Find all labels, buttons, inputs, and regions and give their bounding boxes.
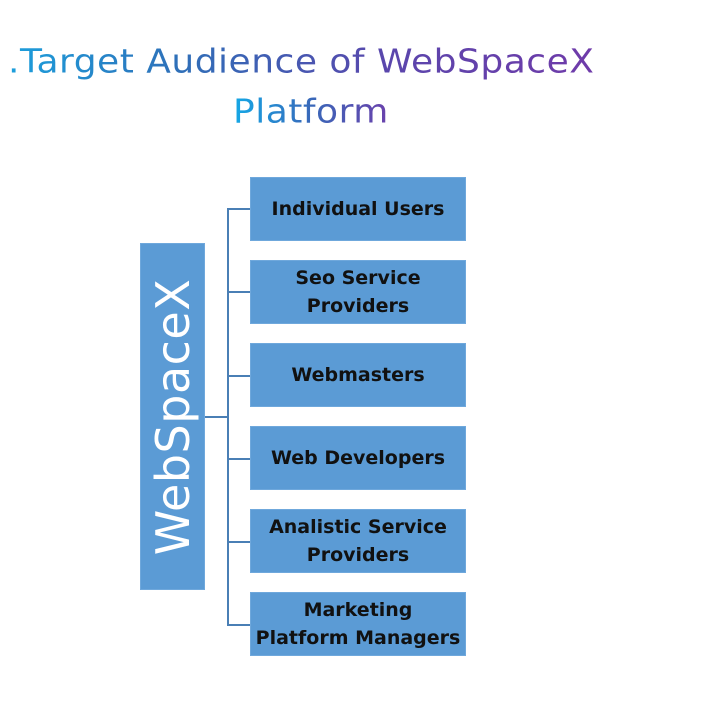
child-node-webmasters: Webmasters: [250, 343, 466, 407]
branch-connector-line: [227, 624, 250, 626]
title-line-2: Platform: [233, 92, 413, 132]
root-node-box: WebSpaceX: [140, 243, 205, 590]
branch-connector-line: [227, 458, 250, 460]
branch-connector-line: [227, 541, 250, 543]
child-node-label: Webmasters: [291, 364, 425, 386]
root-node-label: WebSpaceX: [145, 278, 200, 555]
child-node-label: Web Developers: [270, 447, 446, 469]
child-node-analistic-service-providers: Analistic Service Providers: [250, 509, 466, 573]
child-node-label: Individual Users: [271, 198, 445, 220]
child-node-seo-service-providers: Seo Service Providers: [250, 260, 466, 324]
child-node-web-developers: Web Developers: [250, 426, 466, 490]
child-node-marketing-platform-managers: Marketing Platform Managers: [250, 592, 466, 656]
child-node-label: Marketing Platform Managers: [255, 599, 461, 649]
branch-connector-line: [227, 291, 250, 293]
branch-connector-line: [227, 208, 250, 210]
child-node-individual-users: Individual Users: [250, 177, 466, 241]
root-connector-line: [205, 416, 228, 418]
child-node-label: Analistic Service Providers: [269, 516, 447, 566]
spine-connector-line: [227, 208, 229, 625]
branch-connector-line: [227, 375, 250, 377]
child-node-label: Seo Service Providers: [295, 267, 421, 317]
title-line-1: .Target Audience of WebSpaceX: [8, 42, 698, 82]
